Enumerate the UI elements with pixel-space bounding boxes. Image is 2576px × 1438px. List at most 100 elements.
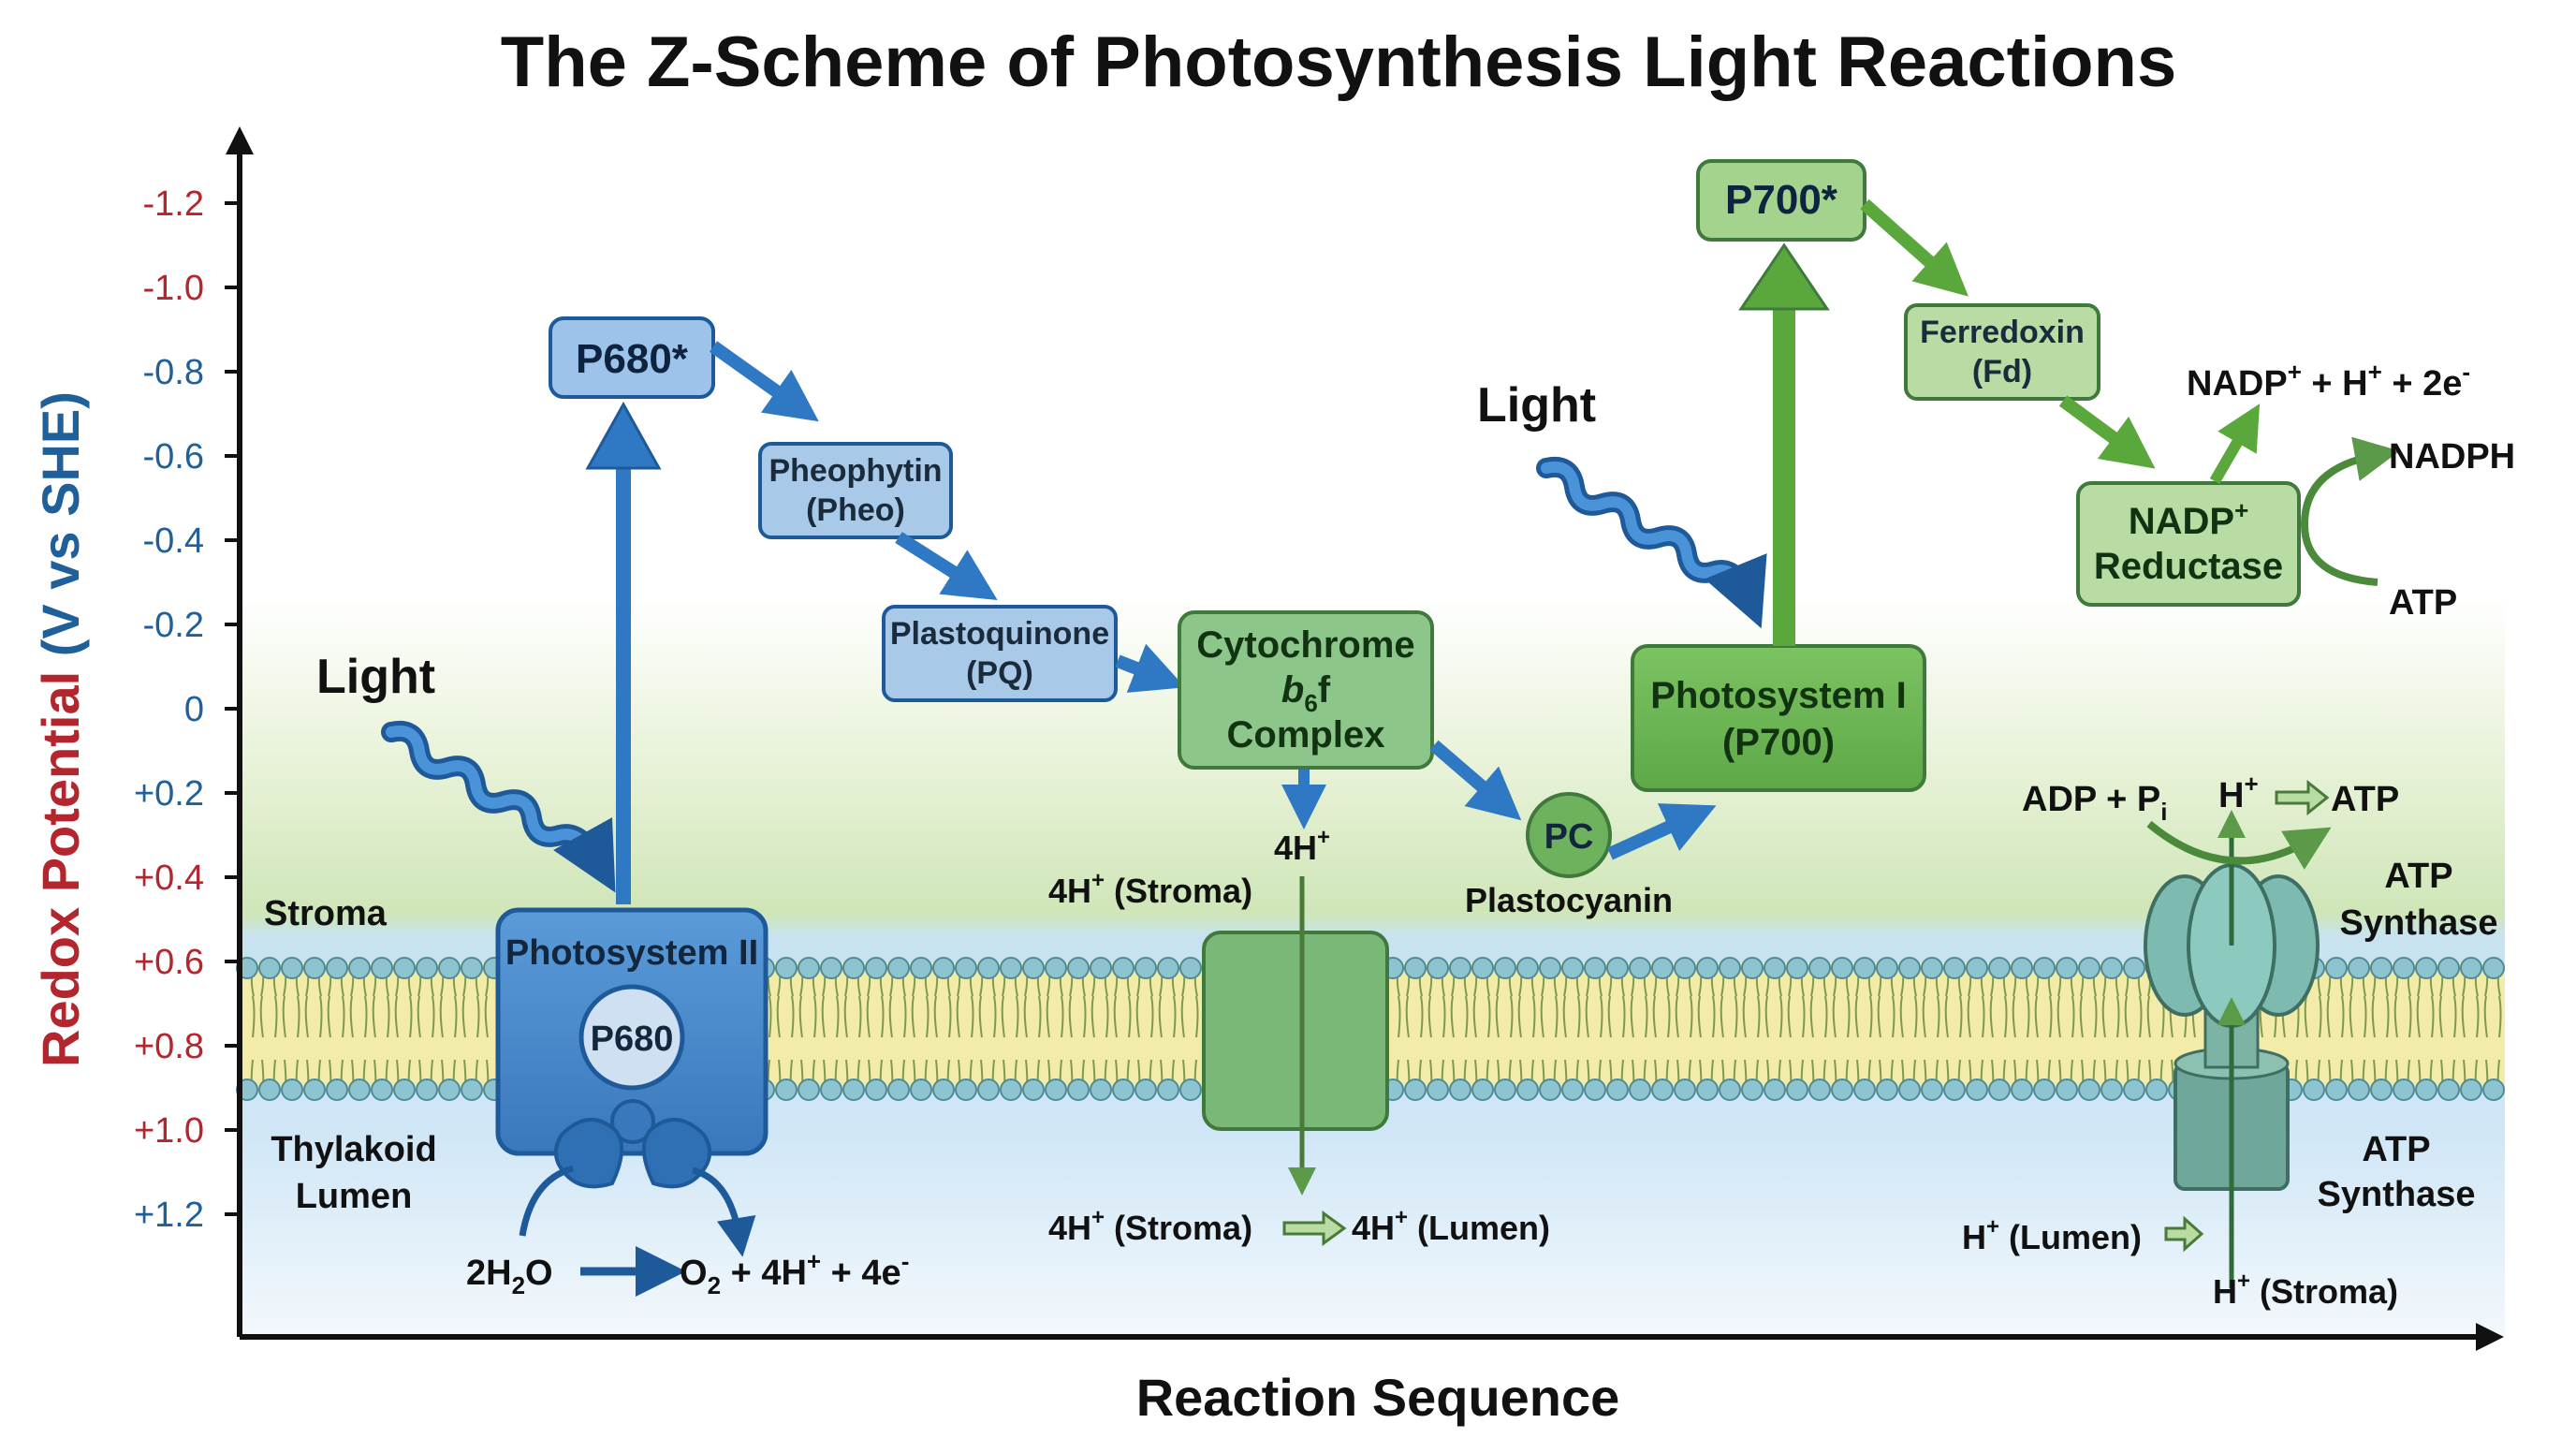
lipid-head <box>1449 1078 1471 1101</box>
arrow-pc-to-psi <box>1607 803 1717 860</box>
lipid-head <box>1741 957 1764 979</box>
arrow-pheo-to-pq <box>895 532 998 600</box>
lipid-head <box>1067 1078 1090 1101</box>
lipid-head <box>1629 1078 1651 1101</box>
lipid-head <box>1561 1078 1584 1101</box>
plastoquinone-line2: (PQ) <box>966 655 1033 691</box>
lipid-head <box>1606 957 1629 979</box>
y-axis-ticks: -1.2-1.0-0.8-0.6-0.4-0.20+0.2+0.4+0.6+0.… <box>134 184 240 1235</box>
lipid-head <box>2303 1078 2325 1101</box>
lipid-head <box>887 1078 910 1101</box>
lipid-head <box>2033 957 2056 979</box>
lipid-head <box>1674 1078 1696 1101</box>
y-tick-label: -0.8 <box>143 353 204 392</box>
lipid-head <box>1629 957 1651 979</box>
lipid-head <box>393 1078 416 1101</box>
atp-synthase[interactable] <box>2144 810 2320 1288</box>
psi-excitation-arrowhead <box>1738 242 1830 311</box>
lipid-head <box>303 1078 326 1101</box>
water-reactant: 2H2O <box>466 1254 553 1299</box>
cyt-proton-stroma: 4H+ (Stroma) <box>1048 868 1252 910</box>
lumen-label-line2: Lumen <box>296 1177 413 1216</box>
lipid-head <box>932 1078 955 1101</box>
atp-synthase-stroma-h: H+ (Stroma) <box>2213 1269 2398 1311</box>
lipid-head <box>1988 957 2011 979</box>
x-axis-label: Reaction Sequence <box>1136 1368 1620 1427</box>
y-tick-label: +0.4 <box>134 858 204 898</box>
plastoquinone[interactable]: Plastoquinone (PQ) <box>882 605 1118 702</box>
y-tick-label: -1.0 <box>143 269 204 308</box>
p700-excited-label: P700* <box>1725 177 1838 223</box>
cyt-proton-bottom-left: 4H+ (Stroma) <box>1048 1205 1252 1247</box>
lipid-head <box>1471 1078 1494 1101</box>
lipid-head <box>775 1078 798 1101</box>
lipid-head <box>1179 1078 1202 1101</box>
lipid-head <box>2325 1078 2348 1101</box>
plastocyanin-label: Plastocyanin <box>1465 881 1673 919</box>
p680-reaction-center[interactable] <box>578 984 685 1091</box>
lipid-head <box>1898 957 1921 979</box>
lipid-head <box>1090 957 1112 979</box>
psii-excitation-arrowhead <box>585 401 662 470</box>
lipid-head <box>1719 1078 1741 1101</box>
lipid-head <box>2348 957 2370 979</box>
lipid-head <box>1606 1078 1629 1101</box>
atp-synthase-curve-arrow <box>2146 820 2332 870</box>
cyt-proton-bottom-right: 4H+ (Lumen) <box>1352 1205 1550 1247</box>
lipid-head <box>1134 1078 1157 1101</box>
p680-label: P680 <box>591 1020 674 1059</box>
p700-excited[interactable]: P700* <box>1696 159 1866 242</box>
lipid-head <box>842 957 865 979</box>
nadp-reactants: NADP+ + H+ + 2e- <box>2187 358 2470 404</box>
lipid-head <box>798 957 820 979</box>
lipid-head <box>2100 1078 2123 1101</box>
lipid-head <box>281 957 303 979</box>
oxygen-evolving-complex <box>519 1099 756 1257</box>
plastocyanin[interactable]: PC <box>1526 792 1612 878</box>
photosystem-ii[interactable]: Photosystem II P680 <box>495 907 768 1156</box>
nadp-reductase[interactable]: NADP+ Reductase <box>2076 481 2301 607</box>
lipid-head <box>2011 957 2033 979</box>
photosystem-i-line2: (P700) <box>1722 722 1835 763</box>
light-label-psii: Light <box>316 650 435 704</box>
arrow-nr-up <box>2209 404 2261 485</box>
lipid-head <box>416 1078 438 1101</box>
lipid-head <box>1876 1078 1898 1101</box>
p680-excited[interactable]: P680* <box>549 316 715 399</box>
lipid-head <box>1045 1078 1067 1101</box>
y-axis-label: Redox Potential (V vs SHE) <box>31 391 90 1067</box>
lipid-head <box>1831 957 1853 979</box>
lipid-head <box>932 957 955 979</box>
lipid-head <box>1674 957 1696 979</box>
pheophytin-line2: (Pheo) <box>806 492 905 528</box>
lipid-head <box>1808 1078 1831 1101</box>
cytochrome-line2: b6f <box>1281 669 1331 717</box>
lipid-head <box>1808 957 1831 979</box>
lipid-head <box>1921 1078 1943 1101</box>
ferredoxin[interactable]: Ferredoxin (Fd) <box>1904 303 2100 401</box>
lipid-head <box>1943 957 1966 979</box>
cytochrome-b6f-complex[interactable]: Cytochrome b6f Complex <box>1178 610 1434 770</box>
pheophytin[interactable]: Pheophytin (Pheo) <box>758 442 953 539</box>
photosystem-i[interactable]: Photosystem I (P700) <box>1631 644 1926 792</box>
pheophytin-line1: Pheophytin <box>768 453 942 489</box>
y-tick-label: -0.4 <box>143 521 204 561</box>
lipid-head <box>2482 957 2505 979</box>
lipid-head <box>1876 957 1898 979</box>
cytochrome-membrane-block <box>1202 931 1389 1131</box>
arrow-cyt-to-pc <box>1429 740 1522 821</box>
lipid-head <box>2482 1078 2505 1101</box>
lipid-head <box>1000 957 1022 979</box>
lipid-head <box>461 957 483 979</box>
lipid-head <box>2415 957 2437 979</box>
lipid-head <box>2078 1078 2100 1101</box>
lipid-head <box>955 1078 977 1101</box>
y-tick-label: +1.0 <box>134 1111 204 1151</box>
photosystem-i-line1: Photosystem I <box>1650 675 1906 716</box>
lipid-head <box>1943 1078 1966 1101</box>
lipid-head <box>1696 957 1719 979</box>
lipid-head <box>1539 1078 1561 1101</box>
cytochrome-line3: Complex <box>1227 714 1385 756</box>
light-wave-psii-inner <box>386 726 616 893</box>
lipid-head <box>2460 1078 2482 1101</box>
